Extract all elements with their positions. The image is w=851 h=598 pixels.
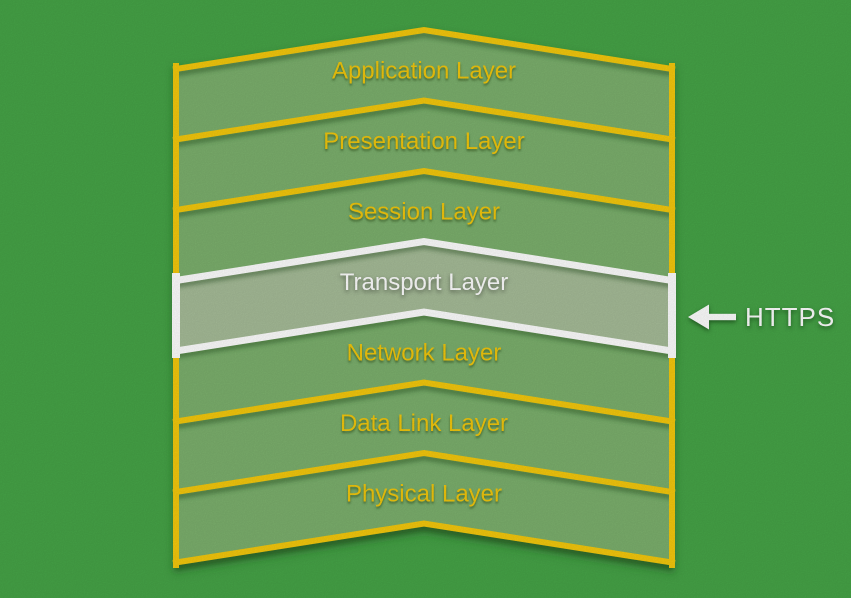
texture-overlay (0, 0, 851, 598)
osi-layer-diagram: Application Layer Presentation Layer Ses… (0, 0, 851, 598)
